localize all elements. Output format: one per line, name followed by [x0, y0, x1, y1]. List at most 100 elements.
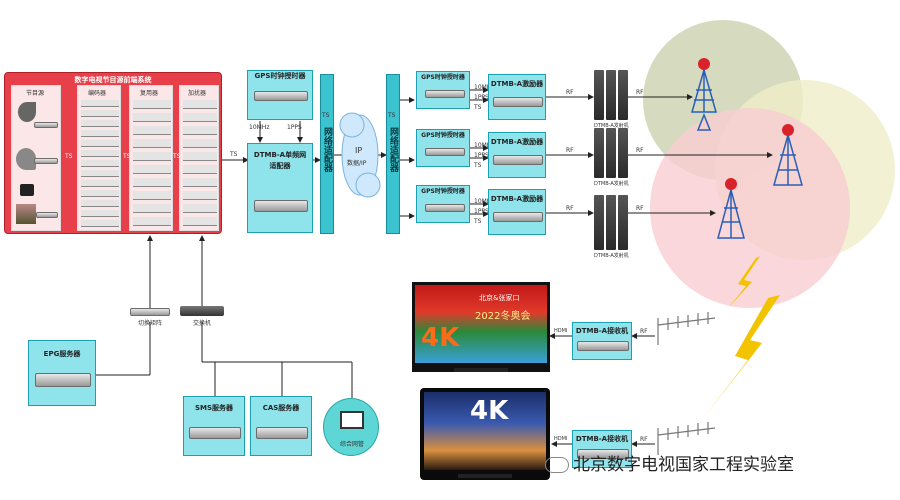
rf-label: RF [636, 147, 644, 154]
headend-system: 数字电视节目源前端系统 节目源 编码器 复用器 加扰器 TS TS TS [4, 72, 222, 234]
gps-device [254, 91, 308, 101]
tv-stand [458, 474, 512, 478]
server-icon [256, 427, 308, 439]
ts-label: TS [173, 153, 181, 160]
transmitter-rack-2 [594, 128, 628, 178]
switch-right [180, 306, 224, 316]
gps-clock-chain-2: GPS时钟授时器 [416, 129, 470, 167]
ts-label: TS [474, 104, 482, 111]
signal-label: 10MHz [474, 84, 495, 91]
tv-stand [454, 368, 508, 372]
coverage-circle-pink [650, 108, 850, 308]
transmitter-rack-1 [594, 70, 628, 120]
tv-4k-badge: 4K [470, 396, 509, 426]
gps-clock-chain-3: GPS时钟授时器 [416, 185, 470, 223]
satellite-dish-icon [18, 102, 36, 122]
encoder-column-title: 编码器 [88, 90, 107, 97]
watermark-text: 北京数字电视国家工程实验室 [573, 455, 794, 475]
modulator-title: DTMB-A激励器 [490, 195, 544, 203]
headend-title: 数字电视节目源前端系统 [74, 76, 152, 84]
network-management-title: 综合网管 [340, 441, 365, 448]
server-icon [35, 373, 91, 387]
yagi-antenna-icon [657, 312, 716, 345]
source-device [34, 122, 58, 128]
ip-cloud-icon [339, 112, 381, 198]
gps-device [425, 204, 465, 212]
transmitter-label: DTMB-A发射机 [594, 253, 629, 259]
scrambler-column-title: 加扰器 [188, 90, 207, 97]
rf-label: RF [640, 328, 648, 335]
hdmi-label: HDMI [554, 436, 568, 442]
switch-left [130, 308, 170, 316]
computer-icon [340, 411, 364, 429]
gps-clock-main-title: GPS时钟授时器 [254, 72, 306, 80]
ts-label: TS [230, 151, 238, 158]
modulator-title: DTMB-A激励器 [490, 138, 544, 146]
ip-sublabel: 数据/IP [347, 160, 367, 167]
network-adapter-right-title: 网络适配器 [388, 127, 398, 172]
sms-server: SMS服务器 [183, 396, 245, 456]
lightning-icon [728, 256, 760, 308]
signal-label: 1PPS [474, 208, 489, 215]
source-device [34, 158, 58, 164]
gps-clock-chain-1: GPS时钟授时器 [416, 71, 470, 109]
cas-server-title: CAS服务器 [262, 404, 300, 412]
receiver-title: DTMB-A接收机 [575, 435, 629, 443]
tv-banner: 北京&张家口 [479, 294, 520, 302]
tv-display-1: 北京&张家口 2022冬奥会 4K [412, 282, 550, 372]
encoder-column: 编码器 [77, 85, 121, 231]
epg-server: EPG服务器 [28, 340, 96, 406]
mux-column: 复用器 [129, 85, 173, 231]
sfn-adapter-main: DTMB-A单频网适配器 [247, 143, 313, 233]
transmitter-rack-3 [594, 195, 628, 250]
switch-right-label: 交换机 [193, 320, 212, 327]
receiver-device [577, 449, 629, 459]
network-adapter-left: 网络适配器 [320, 74, 334, 234]
modulator-device [493, 155, 543, 165]
modulator-device [493, 97, 543, 107]
tv-4k-badge: 4K [421, 323, 460, 353]
cas-server: CAS服务器 [250, 396, 312, 456]
signal-label: 1PPS [287, 124, 302, 131]
lightning-icon [702, 295, 780, 420]
signal-label: 10MHz [474, 142, 495, 149]
camera-icon [20, 184, 34, 196]
scrambler-stack [183, 100, 217, 228]
rf-label: RF [636, 205, 644, 212]
modulator-chain-2: DTMB-A激励器 [488, 132, 546, 178]
mux-stack [133, 100, 171, 228]
signal-label: 10MHz [474, 198, 495, 205]
encoder-stack [81, 100, 119, 228]
gps-clock-chain-title: GPS时钟授时器 [421, 188, 465, 195]
ts-label: TS [322, 112, 330, 119]
ts-label: TS [65, 153, 73, 160]
scrambler-column: 加扰器 [179, 85, 219, 231]
signal-label: 1PPS [474, 94, 489, 101]
ts-label: TS [474, 162, 482, 169]
receiver-1: DTMB-A接收机 [572, 322, 632, 360]
source-device [36, 212, 58, 218]
switch-left-label: 切换矩阵 [138, 320, 163, 327]
mux-column-title: 复用器 [140, 90, 159, 97]
sms-server-title: SMS服务器 [194, 404, 234, 412]
ip-label: IP [355, 146, 363, 155]
rf-label: RF [566, 89, 574, 96]
gps-device [425, 90, 465, 98]
tv-screen: 北京&张家口 2022冬奥会 4K [415, 285, 547, 363]
tv-screen: 4K [424, 392, 546, 470]
modulator-chain-3: DTMB-A激励器 [488, 189, 546, 235]
receiver-title: DTMB-A接收机 [575, 327, 629, 335]
gps-clock-main: GPS时钟授时器 [247, 70, 313, 120]
ts-label: TS [474, 218, 482, 225]
ts-label: TS [388, 112, 396, 119]
epg-server-title: EPG服务器 [43, 350, 81, 358]
watermark: 北京数字电视国家工程实验室 [545, 450, 794, 475]
modulator-device [493, 212, 543, 222]
network-adapter-right: 网络适配器 [386, 74, 400, 234]
tower-icon [691, 67, 717, 131]
rf-label: RF [566, 147, 574, 154]
network-management: 综合网管 [323, 398, 379, 456]
transmitter-label: DTMB-A发射机 [594, 181, 629, 187]
receiver-2: DTMB-A接收机 [572, 430, 632, 468]
